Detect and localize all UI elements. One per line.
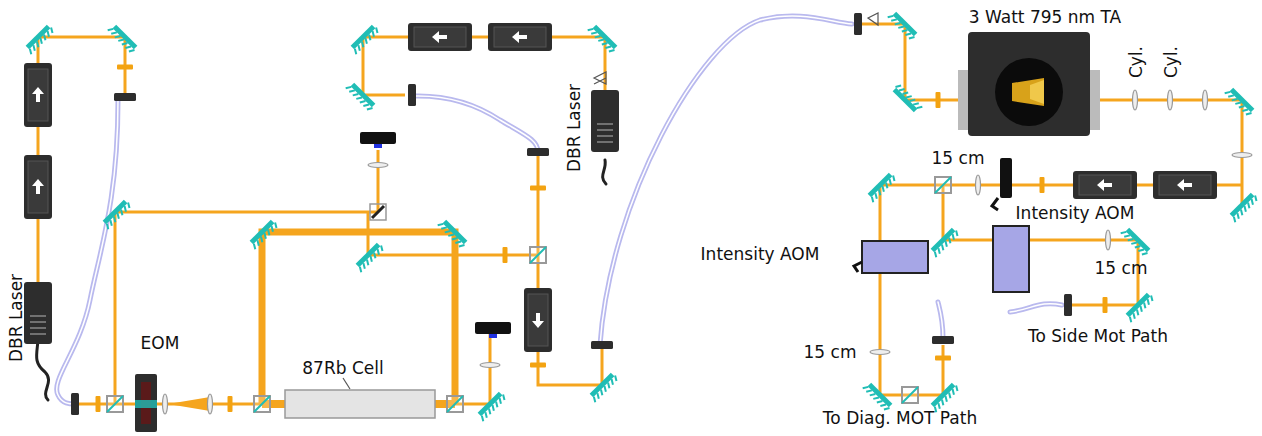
part-label: To Diag. MOT Path: [823, 409, 977, 428]
cubes: [107, 177, 951, 412]
part-label: 15 cm: [1095, 259, 1148, 278]
rb-cell: [285, 390, 435, 418]
part-label: Cyl.: [1162, 46, 1181, 78]
eom: [135, 374, 157, 432]
lenses: [163, 90, 1253, 414]
lasers: [24, 13, 878, 344]
cell-beam-loop: [262, 232, 455, 404]
part-label: 15 cm: [804, 343, 857, 362]
focused-beam: [168, 397, 210, 411]
waveplates: [96, 65, 1108, 413]
part-label: 15 cm: [932, 149, 985, 168]
photodiodes: [360, 132, 511, 338]
part-label: DBR Laser: [565, 84, 584, 172]
part-label: Intensity AOM: [1016, 204, 1135, 223]
beamsplitter: [370, 204, 386, 220]
mirrors: [24, 10, 1258, 421]
isolators: [24, 23, 1217, 352]
aoms: [854, 158, 1029, 292]
couplers: [71, 13, 1072, 415]
tapered-amplifier: [958, 32, 1100, 136]
part-label: Intensity AOM: [701, 245, 820, 264]
part-label: Cyl.: [1127, 46, 1146, 78]
laser-beams: [38, 24, 1242, 404]
part-label: 3 Watt 795 nm TA: [969, 8, 1121, 27]
part-label: 87Rb Cell: [302, 359, 383, 378]
part-label: EOM: [141, 334, 180, 353]
fibers: [37, 16, 1062, 404]
part-label: To Side Mot Path: [1028, 327, 1168, 346]
part-label: DBR Laser: [7, 274, 26, 362]
